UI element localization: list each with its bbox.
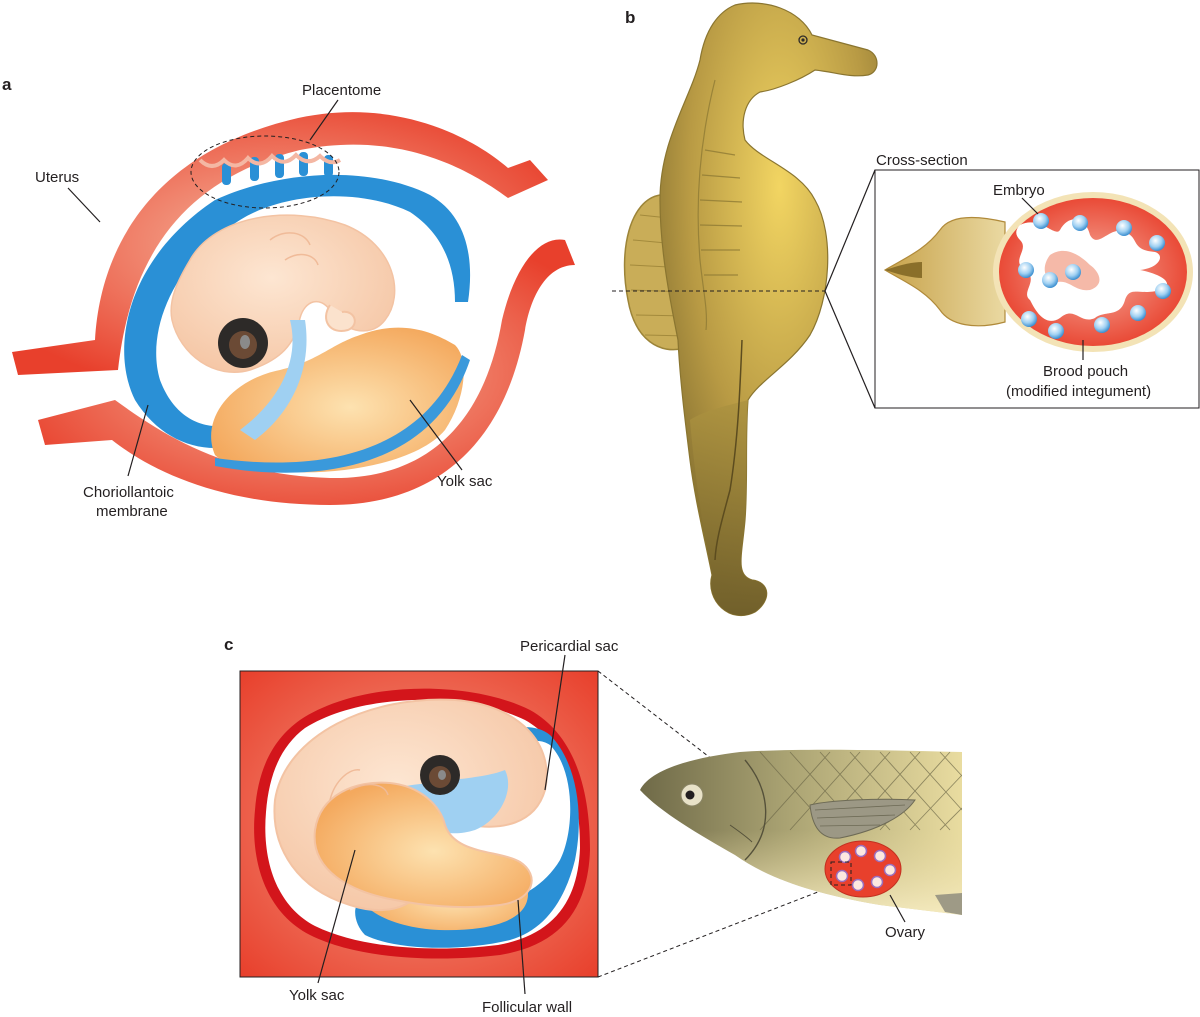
cross-section-stalk-dark	[885, 262, 922, 278]
chorioallantoic-membrane	[124, 174, 471, 448]
fish-pupil	[685, 790, 695, 800]
label-follicular-wall: Follicular wall	[482, 999, 572, 1016]
embryo-pupil-highlight-a	[240, 335, 250, 349]
label-chorio-line2: membrane	[96, 503, 168, 520]
leader-placentome	[309, 99, 339, 141]
inset-connector-bottom	[824, 290, 876, 409]
embryo-bead-icon	[1072, 215, 1088, 231]
uterus-upper-wall	[12, 112, 548, 375]
label-yolk-sac-c: Yolk sac	[289, 987, 345, 1004]
fish-gill	[744, 759, 767, 861]
seahorse-eye	[798, 35, 808, 45]
embryo-bead-icon	[854, 844, 868, 858]
leader-embryo	[1021, 197, 1039, 215]
seahorse-body	[659, 2, 878, 617]
label-brood-pouch-line2: (modified integument)	[1006, 383, 1151, 400]
fish-fin-rays	[814, 804, 906, 827]
leader-yolk-c	[317, 849, 356, 984]
umbilical-cord	[240, 320, 307, 440]
seahorse-body-ridges	[697, 79, 743, 331]
placentome-outline	[190, 135, 340, 209]
embryo-head-fold-c	[329, 769, 389, 801]
label-cross-section: Cross-section	[876, 152, 968, 169]
panel-a: a	[2, 75, 575, 520]
fish-tail-stub	[935, 893, 962, 915]
embryo-bead-icon	[838, 850, 852, 864]
placentome-uterine-folds	[198, 152, 342, 168]
label-chorio-line1: Choriollantoic	[83, 484, 174, 501]
embryo-bead-icon	[1042, 272, 1058, 288]
embryo-bead-icon	[1033, 213, 1049, 229]
seahorse-tail-ridge	[714, 339, 743, 561]
ovary-follicles	[835, 844, 897, 892]
panel-c: c	[224, 635, 962, 1016]
embryo-bead-icon	[1116, 220, 1132, 236]
uterus-lower-wall	[38, 239, 575, 506]
embryo-limb-a	[325, 304, 356, 332]
follicle-connector-bottom	[597, 884, 837, 978]
embryo-bead-icon	[870, 875, 884, 889]
embryo-bead-icon	[883, 863, 897, 877]
label-yolk-sac-a: Yolk sac	[437, 473, 493, 490]
embryo-bead-icon	[1094, 317, 1110, 333]
follicle-selection-box	[830, 861, 852, 886]
embryo-bead-icon	[873, 849, 887, 863]
fish	[640, 749, 962, 915]
seahorse-pupil	[801, 38, 805, 42]
leader-yolk-a	[409, 399, 463, 471]
fish-gill-inner	[729, 824, 753, 843]
label-uterus: Uterus	[35, 169, 79, 186]
leader-chorio	[127, 404, 149, 477]
embryo-bead-icon	[1048, 323, 1064, 339]
embryo-bead-icon	[1018, 262, 1034, 278]
embryo-pupil-highlight-c	[438, 770, 446, 780]
embryo-bead-icon	[835, 869, 849, 883]
label-embryo: Embryo	[993, 182, 1045, 199]
inset-connector-top	[824, 169, 876, 292]
panel-letter-a: a	[2, 75, 12, 94]
pericardial-sac	[355, 727, 579, 948]
embryo-bead-icon	[1149, 235, 1165, 251]
panel-letter-b: b	[625, 8, 635, 27]
panel-letter-c: c	[224, 635, 233, 654]
embryo-brain-fold-a	[269, 232, 319, 266]
label-brood-pouch-line1: Brood pouch	[1043, 363, 1128, 380]
embryo-beads	[1018, 213, 1171, 339]
embryo-bead-icon	[1155, 283, 1171, 299]
panel-b: b	[612, 2, 1200, 617]
embryo-bead-icon	[1130, 305, 1146, 321]
label-ovary: Ovary	[885, 924, 926, 941]
leader-pericardial	[544, 654, 566, 791]
label-placentome: Placentome	[302, 82, 381, 99]
yolk-sac-vessel	[215, 355, 470, 473]
leader-follicular-wall	[517, 899, 526, 995]
leader-ovary	[889, 894, 906, 923]
yolk-sac-c	[313, 781, 533, 909]
embryo-bead-icon	[851, 878, 865, 892]
embryo-bead-icon	[1021, 311, 1037, 327]
label-pericardial-sac: Pericardial sac	[520, 638, 619, 655]
embryo-bead-icon	[1065, 264, 1081, 280]
seahorse-tail	[690, 400, 767, 616]
leader-uterus	[67, 187, 101, 223]
